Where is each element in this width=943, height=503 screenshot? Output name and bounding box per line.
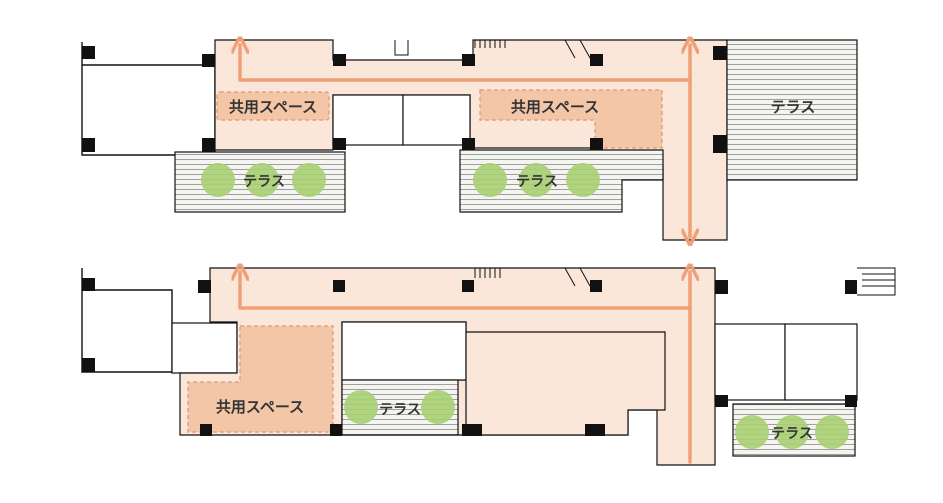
lower-circulation-arrow <box>240 272 692 464</box>
tree <box>292 163 326 197</box>
column <box>845 395 857 407</box>
upper-terrace-center-label: テラス <box>516 174 558 190</box>
column <box>713 46 727 60</box>
upper-terrace-left-label: テラス <box>243 174 285 190</box>
lower-right-room-1 <box>714 323 786 401</box>
column <box>715 280 728 294</box>
upper-floor-plan: 共用スペース 共用スペース テラス テラス テラス <box>81 39 858 240</box>
upper-room-1 <box>332 94 404 146</box>
column <box>585 424 605 436</box>
column <box>462 424 482 436</box>
lower-room-right <box>465 331 666 436</box>
tree <box>473 163 507 197</box>
tree <box>815 415 849 449</box>
lower-small-room <box>171 322 238 374</box>
column <box>590 54 603 66</box>
upper-circulation-arrow <box>240 45 690 237</box>
lower-terrace-center-label: テラス <box>379 402 421 418</box>
column <box>333 138 346 150</box>
column <box>462 138 475 150</box>
upper-terrace-right <box>726 39 858 181</box>
column <box>713 135 727 153</box>
column <box>333 54 346 66</box>
column <box>462 54 475 66</box>
column <box>82 358 95 372</box>
lower-shared-space-label: 共用スペース <box>216 398 304 416</box>
tree <box>735 415 769 449</box>
tree <box>566 163 600 197</box>
lower-left-room <box>81 268 173 373</box>
lower-shared-space <box>187 325 334 433</box>
upper-terrace-right-label: テラス <box>771 98 816 116</box>
tree <box>201 163 235 197</box>
column <box>202 54 215 67</box>
lower-room-center <box>341 321 467 381</box>
tree <box>775 415 809 449</box>
column <box>200 424 212 436</box>
lower-stairs <box>474 267 896 296</box>
upper-room-2 <box>402 94 471 146</box>
tree <box>344 390 378 424</box>
column <box>462 280 474 292</box>
column <box>590 138 603 150</box>
tree <box>421 390 455 424</box>
upper-left-room <box>81 42 216 156</box>
column <box>845 280 857 294</box>
upper-shared-space-left-label: 共用スペース <box>229 98 317 116</box>
column <box>198 280 211 293</box>
column <box>715 395 728 407</box>
column <box>590 280 602 292</box>
lower-floor-plan: 共用スペース テラス テラス <box>81 267 896 466</box>
column <box>82 46 95 59</box>
upper-shared-space-right-label: 共用スペース <box>511 98 599 116</box>
lower-terrace-right-label: テラス <box>771 426 813 442</box>
column <box>330 424 342 436</box>
lower-right-room-2 <box>784 323 858 401</box>
column <box>82 278 95 291</box>
column <box>333 280 345 292</box>
column <box>82 138 95 152</box>
column <box>202 138 215 152</box>
